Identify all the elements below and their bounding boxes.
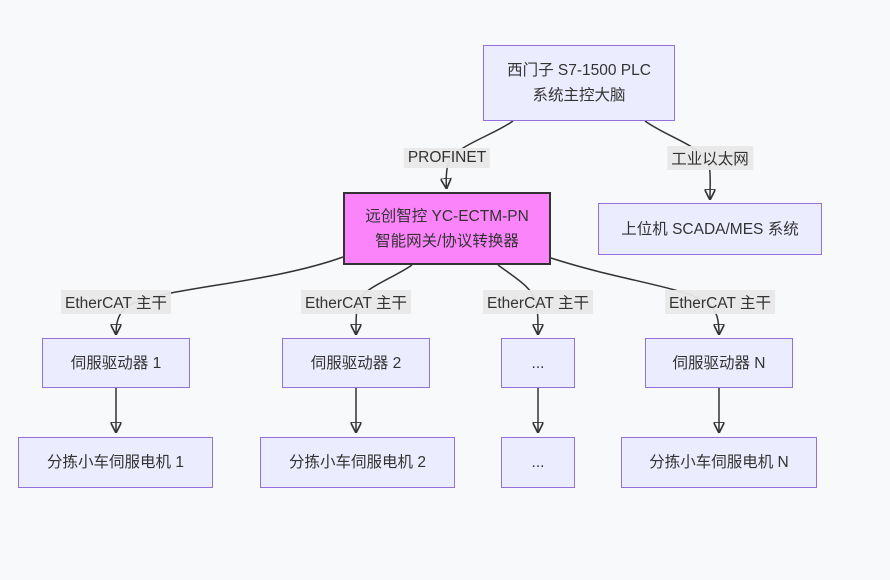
node-servo-drive-1-label: 伺服驱动器 1 xyxy=(70,354,162,372)
node-gateway-line2: 智能网关/协议转换器 xyxy=(375,232,519,250)
node-servo-drive-n-label: 伺服驱动器 N xyxy=(672,354,766,372)
node-gateway-line1: 远创智控 YC-ECTM-PN xyxy=(365,207,529,225)
node-sorting-motor-2-label: 分拣小车伺服电机 2 xyxy=(289,454,426,471)
edge-label-profinet: PROFINET xyxy=(403,148,491,168)
node-scada: 上位机 SCADA/MES 系统 xyxy=(598,203,822,255)
node-plc: 西门子 S7-1500 PLC 系统主控大脑 xyxy=(483,45,675,121)
node-plc-line2: 系统主控大脑 xyxy=(532,87,626,104)
node-sorting-motor-1-label: 分拣小车伺服电机 1 xyxy=(47,454,184,471)
edge-label-ethercat-3: EtherCAT 主干 xyxy=(483,290,593,314)
node-sorting-motor-1: 分拣小车伺服电机 1 xyxy=(18,437,213,488)
node-servo-drive-ellipsis-label: ... xyxy=(531,354,545,372)
edge-label-industrial-ethernet: 工业以太网 xyxy=(667,146,753,170)
node-servo-drive-2-label: 伺服驱动器 2 xyxy=(310,354,402,372)
node-servo-drive-ellipsis: ... xyxy=(501,338,575,388)
node-sorting-motor-n-label: 分拣小车伺服电机 N xyxy=(649,454,789,471)
node-sorting-motor-n: 分拣小车伺服电机 N xyxy=(621,437,817,488)
node-gateway: 远创智控 YC-ECTM-PN 智能网关/协议转换器 xyxy=(343,192,551,265)
node-sorting-motor-ellipsis: ... xyxy=(501,437,575,488)
node-sorting-motor-2: 分拣小车伺服电机 2 xyxy=(260,437,455,488)
node-scada-label: 上位机 SCADA/MES 系统 xyxy=(621,220,799,238)
node-servo-drive-1: 伺服驱动器 1 xyxy=(42,338,190,388)
node-servo-drive-2: 伺服驱动器 2 xyxy=(282,338,430,388)
edge-label-ethercat-4: EtherCAT 主干 xyxy=(665,290,775,314)
node-sorting-motor-ellipsis-label: ... xyxy=(531,454,545,471)
edge-label-ethercat-1: EtherCAT 主干 xyxy=(61,290,171,314)
node-plc-line1: 西门子 S7-1500 PLC xyxy=(507,62,651,79)
node-servo-drive-n: 伺服驱动器 N xyxy=(645,338,793,388)
edge-label-ethercat-2: EtherCAT 主干 xyxy=(301,290,411,314)
